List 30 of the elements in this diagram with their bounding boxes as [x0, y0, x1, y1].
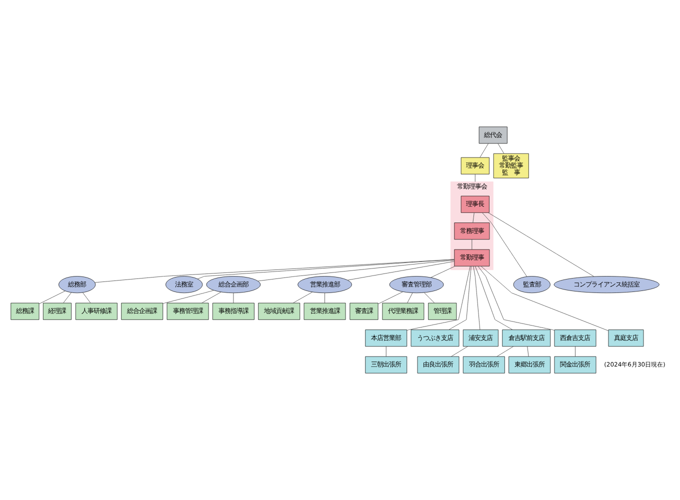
connector — [378, 292, 404, 304]
connector — [450, 346, 468, 357]
connector — [424, 292, 435, 304]
connector — [63, 292, 72, 304]
connector — [38, 290, 66, 304]
connector — [480, 266, 609, 331]
connector — [498, 143, 504, 154]
connector — [472, 212, 474, 224]
connector — [575, 346, 576, 357]
connector — [488, 212, 594, 277]
connector — [197, 259, 455, 280]
connector — [82, 292, 91, 304]
connector — [474, 266, 513, 330]
connector — [482, 212, 528, 277]
connector — [258, 260, 455, 282]
connector — [473, 266, 480, 330]
connector — [496, 346, 514, 357]
connector — [527, 346, 529, 357]
connector — [478, 266, 555, 331]
connector — [480, 143, 489, 158]
connector — [430, 266, 456, 278]
connector — [292, 292, 313, 304]
connector — [347, 261, 455, 280]
connector — [233, 292, 234, 304]
connector — [202, 292, 222, 304]
connector — [474, 174, 476, 182]
connector — [448, 266, 472, 330]
connector — [407, 292, 413, 304]
connector — [324, 292, 325, 304]
connector — [94, 259, 454, 283]
